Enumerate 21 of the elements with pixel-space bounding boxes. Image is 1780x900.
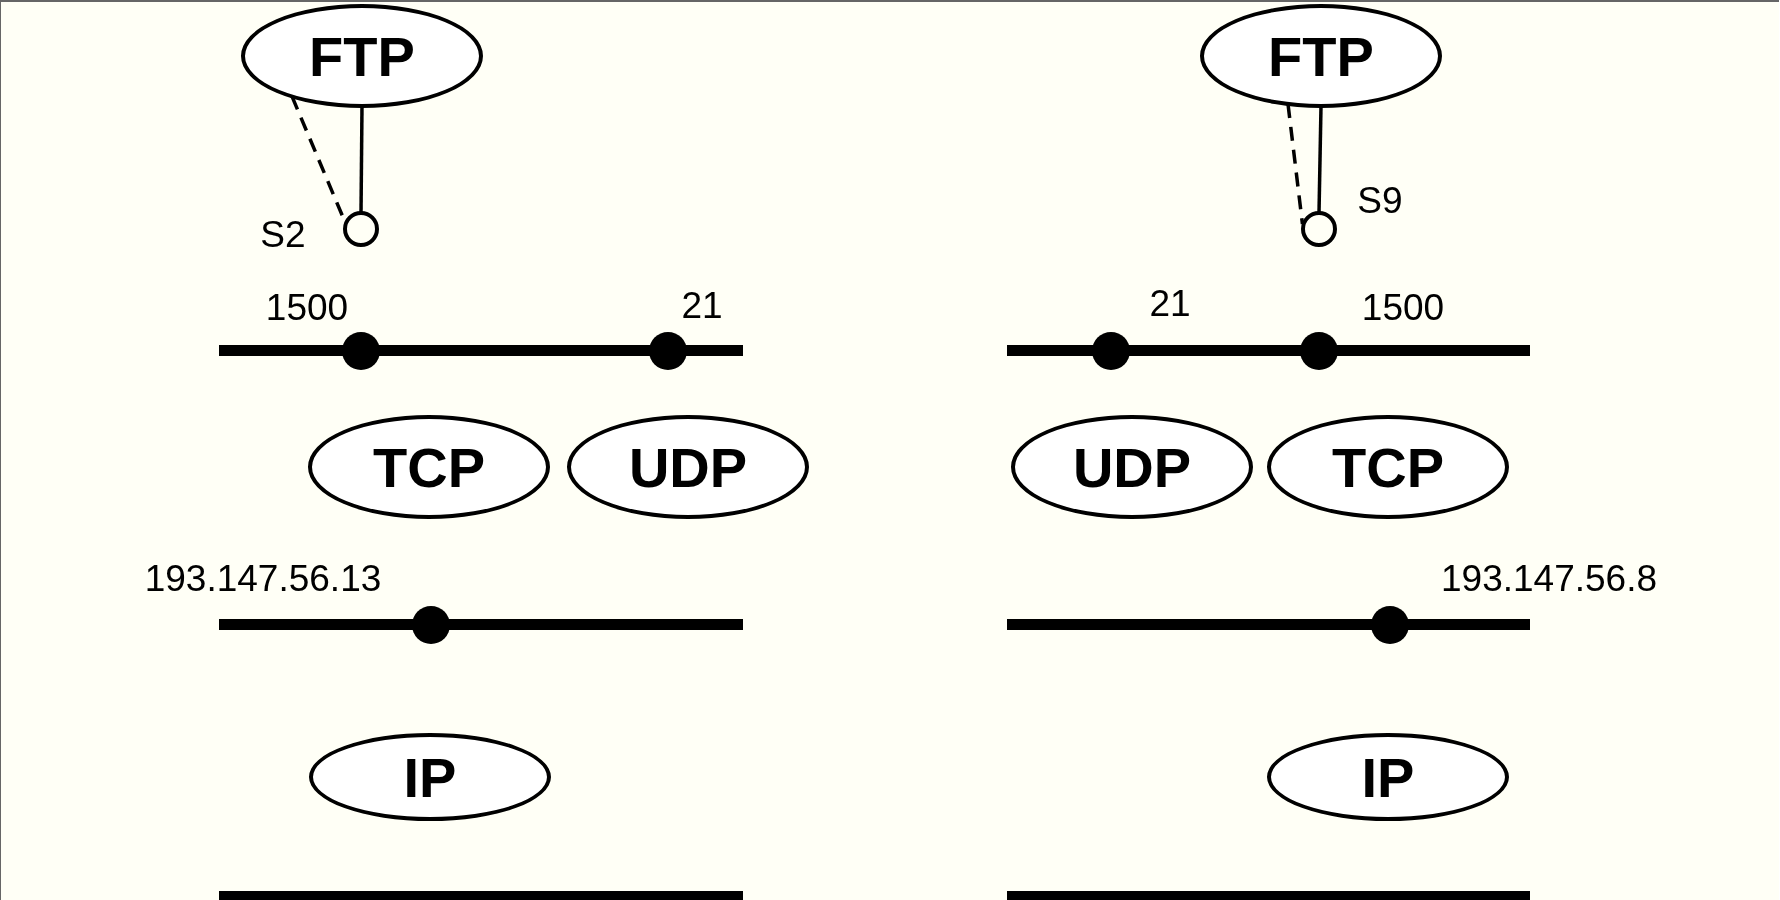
port-number: 1500: [1361, 287, 1445, 329]
protocol-ellipse: UDP: [1011, 415, 1253, 519]
ip-address: 193.147.56.13: [144, 558, 382, 600]
protocol-ellipse: FTP: [241, 4, 483, 108]
protocol-ellipse: FTP: [1200, 4, 1442, 108]
protocol-ellipse: UDP: [567, 415, 809, 519]
protocol-ellipse: TCP: [308, 415, 550, 519]
ip-address: 193.147.56.8: [1441, 558, 1657, 600]
socket-circle: [343, 211, 379, 247]
protocol-ellipse: IP: [309, 733, 551, 821]
connector-line: [359, 106, 364, 213]
port-number: 21: [681, 285, 723, 327]
port-number: 1500: [265, 287, 349, 329]
socket-circle: [1301, 211, 1337, 247]
socket-label: S9: [1357, 180, 1403, 222]
protocol-ellipse: IP: [1267, 733, 1509, 821]
dashed-line: [1286, 103, 1305, 225]
port-number: 21: [1149, 283, 1191, 325]
socket-label: S2: [260, 214, 306, 256]
connector-line: [1317, 105, 1323, 214]
protocol-ellipse: TCP: [1267, 415, 1509, 519]
